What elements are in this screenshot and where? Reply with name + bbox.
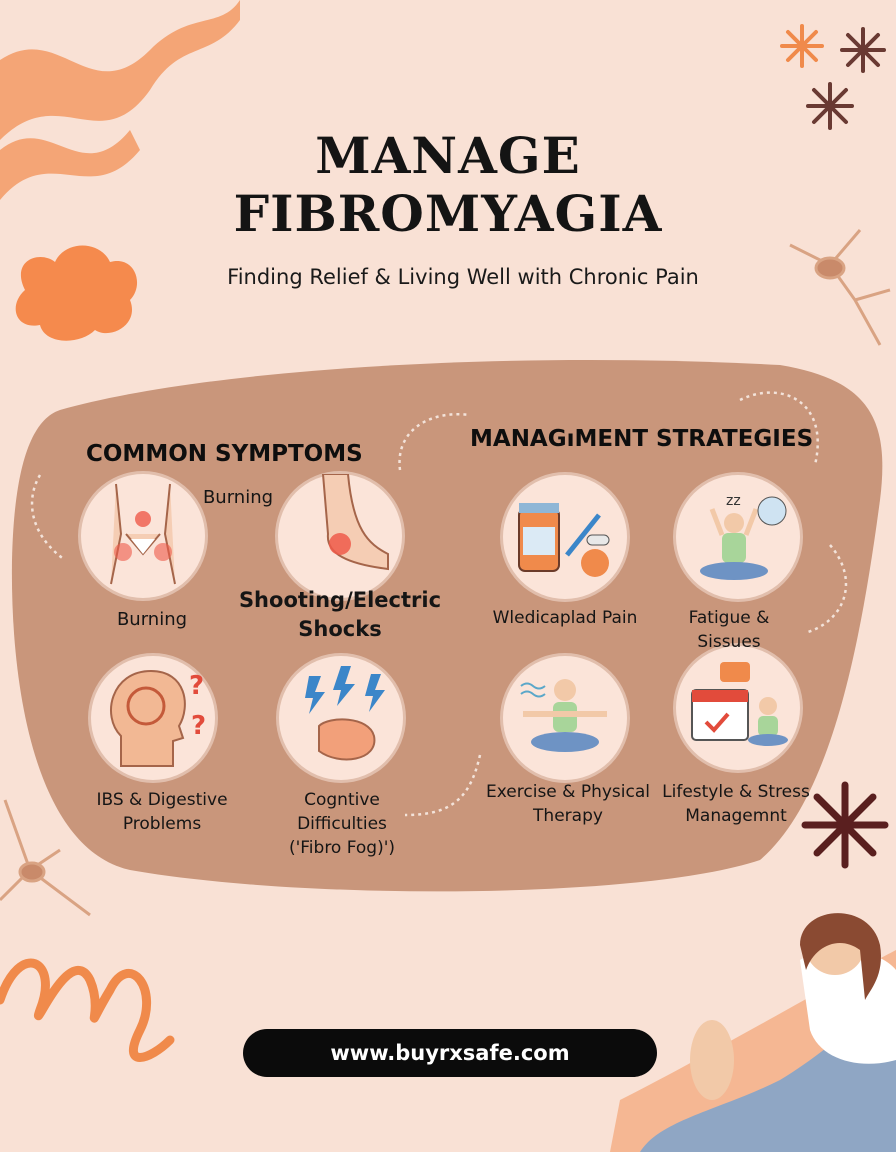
head-confusion-icon: ?? bbox=[91, 656, 215, 780]
dashed-arrows bbox=[30, 391, 848, 817]
common-symptoms-heading: COMMON SYMPTOMS bbox=[86, 441, 363, 467]
svg-text:?: ? bbox=[189, 671, 204, 701]
svg-text:?: ? bbox=[191, 711, 206, 741]
foot-pain-icon bbox=[278, 473, 402, 598]
asterisk-icon-dark bbox=[806, 27, 886, 130]
symptom-label-cognitive: Cogntive Difficulties ('Fibro Fog)') bbox=[288, 790, 396, 858]
symptom-label-shooting: Shooting/Electric Shocks bbox=[238, 588, 442, 641]
neuron-decoration bbox=[0, 799, 91, 917]
neuron-decoration bbox=[789, 229, 891, 346]
subtitle: Finding Relief & Living Well with Chroni… bbox=[227, 265, 699, 289]
symptom-label-burning-2: Burning bbox=[116, 609, 188, 630]
symptom-label-ibs: IBS & Digestive Problems bbox=[96, 790, 228, 834]
title-line-1: MANAGE bbox=[315, 126, 581, 185]
strategy-label-lifestyle: Lifestyle & Stress Managemnt bbox=[662, 782, 810, 826]
woman-holding-foot-illustration bbox=[640, 913, 896, 1152]
symptom-label-burning-1: Burning bbox=[202, 487, 274, 508]
wave-decoration-top-left bbox=[0, 0, 240, 140]
asterisk-icon-dark-large bbox=[801, 781, 889, 869]
calendar-person-icon bbox=[676, 646, 800, 770]
stomach-lightning-icon bbox=[279, 656, 403, 780]
title-line-2: FIBROMYAGIA bbox=[233, 184, 663, 243]
strategy-label-fatigue: Fatigue & Sissues bbox=[688, 608, 770, 652]
medication-icon bbox=[503, 475, 627, 599]
website-url-link[interactable]: www.buyrxsafe.com bbox=[243, 1029, 657, 1077]
sleep-stretch-icon: zz bbox=[676, 475, 800, 599]
asterisk-icon-orange bbox=[780, 24, 824, 68]
management-strategies-heading: MANAGıMENT STRATEGIES bbox=[470, 426, 814, 452]
body-pain-points-icon bbox=[81, 474, 205, 598]
yoga-icon bbox=[503, 656, 627, 780]
squiggle-decoration bbox=[0, 958, 175, 1062]
strategy-label-exercise: Exercise & Physical Therapy bbox=[486, 782, 650, 826]
strategy-label-medication: Wledicaplad Pain bbox=[492, 608, 638, 628]
svg-text:zz: zz bbox=[726, 493, 741, 509]
cloud-decoration bbox=[15, 245, 138, 341]
blob-shape bbox=[11, 360, 883, 892]
